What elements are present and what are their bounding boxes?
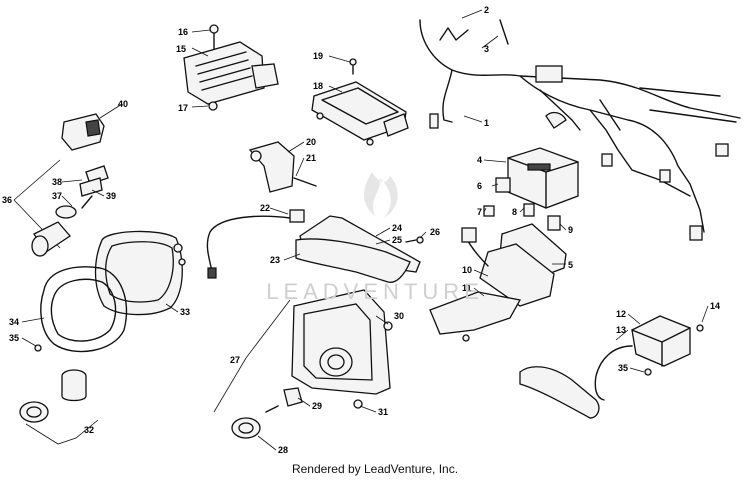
callout-23: 23 (270, 255, 280, 265)
callout-4: 4 (477, 155, 482, 165)
callout-26: 26 (430, 227, 440, 237)
callout-33: 33 (180, 307, 190, 317)
callout-40: 40 (118, 99, 128, 109)
fuse-panel (429, 223, 567, 342)
callout-20: 20 (306, 137, 316, 147)
callout-2: 2 (484, 5, 489, 15)
callout-27: 27 (230, 355, 240, 365)
power-outlet (19, 369, 99, 445)
callout-19: 19 (313, 51, 323, 61)
callout-38: 38 (52, 177, 62, 187)
ignition-coil (519, 315, 704, 419)
callout-1: 1 (484, 118, 489, 128)
callout-15: 15 (176, 44, 186, 54)
callout-17: 17 (178, 103, 188, 113)
instrument-cluster (34, 230, 186, 353)
sensor-20 (248, 141, 317, 193)
fuse-box (483, 147, 579, 231)
ignition-switch-group (13, 159, 109, 257)
callout-labels: 1 2 3 4 5 6 7 8 9 10 11 12 13 14 15 16 1… (2, 5, 720, 455)
callout-28: 28 (278, 445, 288, 455)
callout-39: 39 (106, 191, 116, 201)
callout-5: 5 (568, 260, 573, 270)
callout-9: 9 (568, 225, 573, 235)
watermark-text: LEADVENTURE (266, 279, 484, 304)
callout-24: 24 (392, 223, 402, 233)
callout-25: 25 (392, 235, 402, 245)
callout-37: 37 (52, 191, 62, 201)
callout-22: 22 (260, 203, 270, 213)
callout-35-left: 35 (9, 333, 19, 343)
switch-40 (61, 113, 105, 151)
callout-21: 21 (306, 153, 316, 163)
callout-14: 14 (710, 301, 720, 311)
callout-16: 16 (178, 27, 188, 37)
callout-12: 12 (616, 309, 626, 319)
sensor-22 (206, 209, 305, 279)
mounting-bracket (295, 215, 424, 283)
callout-31: 31 (378, 407, 388, 417)
callout-3: 3 (484, 44, 489, 54)
ecu-module (311, 58, 409, 146)
callout-18: 18 (313, 81, 323, 91)
voltage-regulator (183, 24, 279, 111)
watermark-flame-icon (364, 172, 398, 218)
footer-credit: Rendered by LeadVenture, Inc. (291, 462, 459, 476)
callout-36: 36 (2, 195, 12, 205)
callout-32: 32 (84, 425, 94, 435)
callout-8: 8 (512, 207, 517, 217)
callout-7: 7 (477, 207, 482, 217)
leader-lines (21, 9, 709, 451)
callout-29: 29 (312, 401, 322, 411)
callout-30: 30 (394, 311, 404, 321)
wiring-harness (419, 19, 741, 241)
headlight-assembly (213, 289, 393, 439)
callout-6: 6 (477, 181, 482, 191)
callout-13: 13 (616, 325, 626, 335)
callout-34: 34 (9, 317, 19, 327)
callout-11: 11 (462, 283, 472, 293)
callout-35-right: 35 (618, 363, 628, 373)
callout-10: 10 (462, 265, 472, 275)
